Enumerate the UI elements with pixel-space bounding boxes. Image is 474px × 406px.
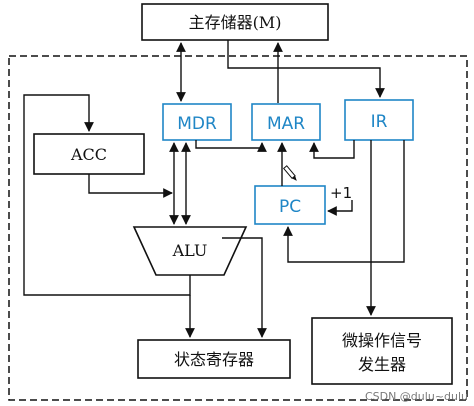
pencil-icon bbox=[282, 165, 297, 181]
ir-label: IR bbox=[371, 112, 388, 132]
ir-register: IR bbox=[344, 99, 414, 141]
main-memory-block: 主存储器(M) bbox=[141, 3, 329, 41]
mdr-register: MDR bbox=[162, 103, 232, 141]
mar-label: MAR bbox=[267, 114, 305, 134]
data-paths bbox=[23, 40, 405, 338]
micro-op-label-line2: 发生器 bbox=[358, 355, 406, 374]
status-register-block: 状态寄存器 bbox=[137, 339, 291, 379]
micro-op-generator-block: 微操作信号 发生器 bbox=[311, 317, 453, 385]
micro-op-label-line1: 微操作信号 bbox=[342, 331, 422, 350]
acc-block: ACC bbox=[33, 133, 145, 175]
mar-register: MAR bbox=[251, 103, 321, 141]
alu-label: ALU bbox=[172, 241, 208, 260]
acc-label: ACC bbox=[70, 145, 107, 164]
pc-label: PC bbox=[279, 197, 301, 217]
alu-unit: ALU bbox=[132, 226, 248, 276]
pc-register: PC bbox=[254, 185, 326, 225]
increment-label: +1 bbox=[330, 184, 352, 202]
watermark-text: CSDN @dulu~dulu bbox=[365, 390, 468, 403]
mdr-label: MDR bbox=[177, 114, 217, 134]
status-register-label: 状态寄存器 bbox=[174, 350, 254, 369]
main-memory-label: 主存储器(M) bbox=[189, 13, 282, 32]
cpu-boundary bbox=[8, 55, 468, 401]
